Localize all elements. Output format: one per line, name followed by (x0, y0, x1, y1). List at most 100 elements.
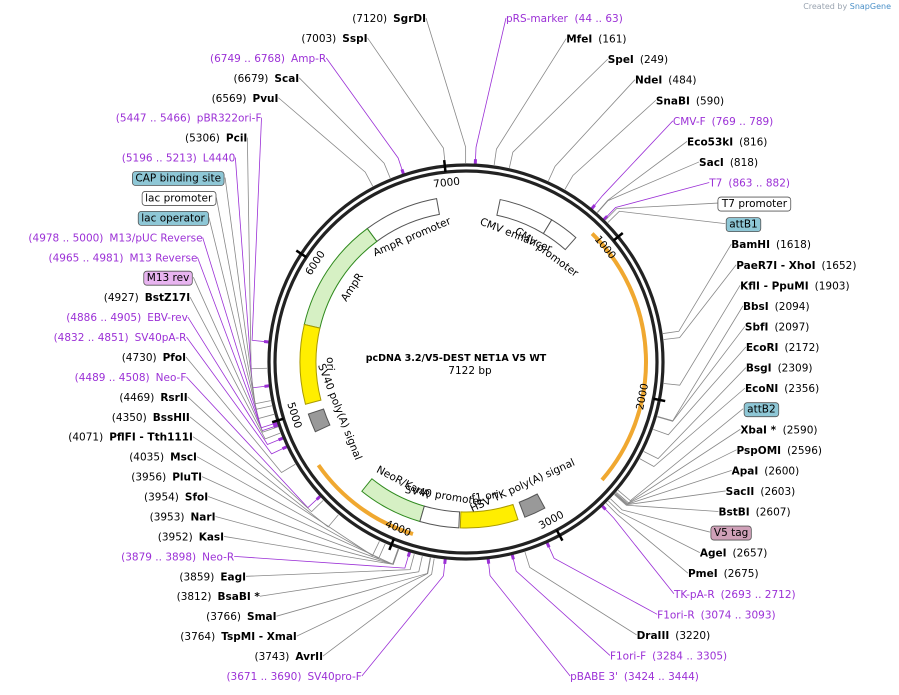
site-label-pspomi: PspOMI(2596) (737, 445, 822, 457)
leader-sv40pa-r (186, 336, 287, 455)
name-sv40pa-r: SV40pA-R (135, 332, 187, 344)
leader-cmv-f (591, 120, 674, 209)
orf-arc-1 (590, 232, 648, 482)
coord-xbai: (2590) (783, 424, 818, 436)
site-label-bsshii: BssHII(4350) (112, 412, 190, 424)
site-label-sbfi: SbfI(2097) (745, 321, 809, 333)
site-label-m13-reverse: M13 Reverse(4965 .. 4981) (48, 252, 197, 264)
site-label-t7: T7(863 .. 882) (708, 178, 790, 190)
site-label-msci: MscI(4035) (129, 452, 197, 464)
coord-econi: (2356) (784, 383, 819, 395)
site-label-sspi: SspI(7003) (301, 33, 367, 45)
site-label-sv40pro-f: SV40pro-F(3671 .. 3690) (226, 671, 361, 683)
leader-spei (508, 58, 609, 168)
name-f1ori-f: F1ori-F (610, 650, 646, 662)
site-label-tspmi-xmai: TspMI - XmaI(3764) (180, 631, 297, 643)
feature-label-f1-ori: f1 ori (471, 489, 500, 505)
name-kfli-ppumi: KflI - PpuMI (740, 280, 809, 292)
name-bsgi: BsgI (746, 363, 772, 375)
site-label-cap-binding-site: CAP binding site (132, 171, 225, 186)
name-xbai: XbaI * (740, 424, 776, 436)
coord-avrii: (3743) (254, 651, 289, 663)
coord-pcii: (5306) (185, 133, 220, 145)
name-scai: ScaI (274, 73, 299, 85)
tick-mark-5000 (271, 417, 284, 424)
box-text-lac-promoter: lac promoter (145, 192, 213, 204)
leader-ecori (653, 346, 747, 436)
coord-smai: (3766) (206, 611, 241, 623)
name-pcii: PciI (226, 133, 247, 145)
leader-scai (298, 77, 391, 179)
site-label-f1ori-f: F1ori-F (3284 .. 3305) (610, 650, 727, 662)
leader-pvui (278, 97, 374, 187)
coord-tspmi-xmai: (3764) (180, 631, 215, 643)
plasmid-name: pcDNA 3.2/V5-DEST NET1A V5 WT (366, 353, 547, 364)
site-label-pbr322ori-f: pBR322ori-F(5447 .. 5466) (116, 113, 262, 125)
name-bbsi: BbsI (743, 301, 769, 313)
name-m13-reverse: M13 Reverse (129, 252, 197, 264)
site-label-amp-r: Amp-R(6749 .. 6768) (210, 53, 326, 65)
box-attb2 (743, 402, 780, 418)
coord-f1ori-f: (3284 .. 3305) (652, 650, 727, 662)
box-text-lac-operator: lac operator (141, 212, 205, 224)
coord-sv40pro-f: (3671 .. 3690) (226, 671, 301, 683)
leader-smai (276, 557, 431, 617)
leader-lac-promoter (215, 197, 272, 410)
orf-arc-2 (316, 463, 414, 536)
name-rsrii: RsrII (160, 392, 187, 404)
coord-pbr322ori-f: (5447 .. 5466) (116, 113, 191, 125)
feature-arc-sv40-poly-a-signal (307, 408, 331, 433)
site-label-neo-f: Neo-F(4489 .. 4508) (75, 372, 187, 384)
name-saci: SacI (699, 157, 724, 169)
coord-agei: (2657) (732, 548, 767, 560)
leader-f1ori-f (512, 555, 611, 656)
coord-f1ori-r: (3074 .. 3093) (701, 609, 776, 621)
tick-mark-6000 (295, 249, 308, 259)
leader-pspomi (615, 449, 737, 505)
leader-attb1 (607, 210, 726, 225)
name-eagi: EagI (220, 571, 246, 583)
leader-m13-reverse (197, 257, 278, 432)
site-label-pluti: PluTI(3956) (131, 472, 202, 484)
tick-label-2000: 2000 (634, 382, 651, 411)
site-label-lac-operator: lac operator (137, 210, 209, 226)
site-label-ndei: NdeI(484) (635, 75, 697, 87)
leader-bsshii (189, 416, 339, 528)
site-label-bsgi: BsgI(2309) (746, 363, 813, 375)
coord-sbfi: (2097) (774, 321, 809, 333)
leader-draiii (524, 551, 637, 636)
box-text-attb2: attB2 (747, 404, 776, 416)
site-label-eagi: EagI(3859) (179, 571, 246, 583)
leader-attb2 (617, 408, 744, 502)
site-label-pmei: PmeI(2675) (688, 568, 759, 580)
site-label-sgrdi: SgrDI(7120) (352, 13, 426, 25)
site-label-bamhi: BamHI(1618) (731, 239, 811, 251)
site-label-pflfi-tth111i: PflFI - Tth111I(4071) (68, 432, 193, 444)
leader-prs-marker (474, 17, 507, 164)
leader-bbsi (657, 305, 744, 422)
box-lac-operator (137, 210, 209, 226)
name-mfei: MfeI (566, 34, 592, 46)
coord-pspomi: (2596) (787, 445, 822, 457)
leader-bstbi (614, 494, 719, 512)
coord-pvui: (6569) (212, 93, 247, 105)
leader-mfei (493, 38, 567, 166)
leader-bsgi (643, 367, 747, 460)
name-bstz17i: BstZ17I (145, 292, 190, 304)
box-text-t7-promoter: T7 promoter (721, 198, 788, 210)
leader-sbfi (657, 326, 746, 422)
coord-nari: (3953) (150, 511, 185, 523)
coord-t7: (863 .. 882) (728, 178, 790, 190)
tick-mark-1000 (612, 232, 624, 242)
name-apai: ApaI (732, 465, 759, 477)
feature-arc-f1-ori (459, 503, 519, 529)
name-kasi: KasI (199, 531, 224, 543)
name-agei: AgeI (700, 548, 727, 560)
coord-pbabe-3: (3424 .. 3444) (624, 671, 699, 683)
site-label-avrii: AvrII(3743) (254, 651, 323, 663)
feature-arc-neor-kanr (361, 478, 425, 523)
coord-mfei: (161) (598, 34, 626, 46)
name-prs-marker: pRS-marker (506, 13, 569, 25)
coord-bbsi: (2094) (775, 301, 810, 313)
